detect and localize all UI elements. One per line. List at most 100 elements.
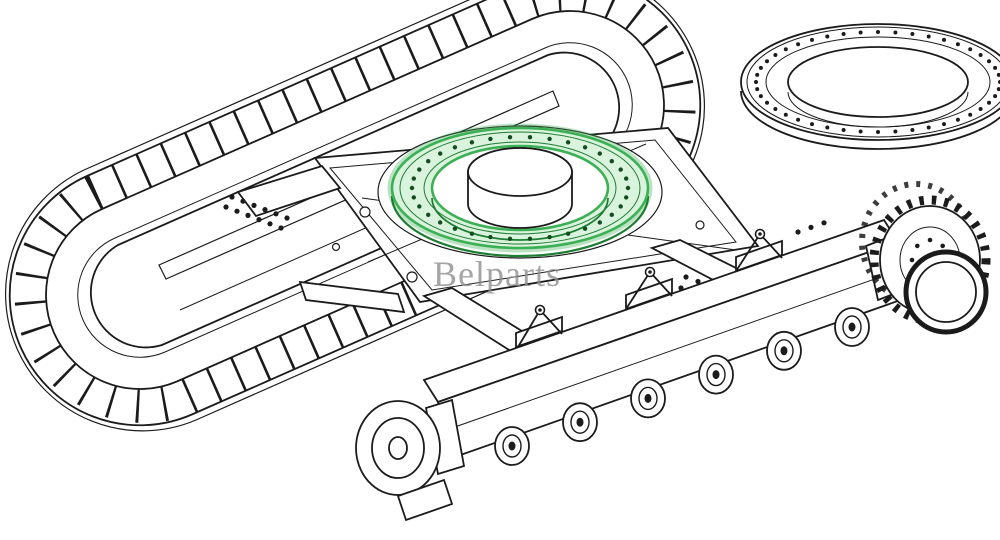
bolt-dot — [245, 212, 251, 218]
bolt-dot — [452, 145, 458, 150]
slewing-ring-inner-detail — [423, 141, 617, 235]
bolt-dot — [609, 159, 614, 164]
bolt-dot — [597, 151, 602, 156]
bolt-dot — [796, 117, 801, 122]
frame-hole — [331, 242, 341, 252]
slewing-ring-outer-edge — [390, 126, 650, 250]
spare-ring-bore-wall — [787, 91, 969, 128]
bolt-dot — [609, 212, 614, 217]
bolt-dot — [996, 72, 1000, 77]
bolt-dot — [618, 204, 623, 209]
front-idler — [355, 398, 466, 522]
track-roller-rim — [842, 315, 862, 339]
bolt-dot — [754, 80, 758, 84]
bolt-dot — [915, 243, 920, 249]
bolt-dot — [469, 140, 475, 145]
bolt-dot — [411, 195, 416, 200]
bolt-dot — [758, 65, 763, 70]
travel-motor-drum — [903, 249, 989, 335]
bolt-dot — [234, 208, 240, 214]
bolt-dot — [955, 117, 960, 122]
bolt-dot — [488, 136, 493, 142]
bolt-dot — [267, 221, 273, 227]
slewing-ring-highlighted — [377, 123, 663, 259]
bolt-dot — [765, 100, 769, 105]
pivot-bolt-center — [758, 232, 762, 236]
bolt-dot — [625, 185, 631, 191]
bolt-dot — [841, 128, 846, 132]
bolt-dot — [582, 145, 588, 150]
bolt-dot — [507, 135, 513, 140]
bolt-dot — [411, 176, 416, 181]
bolt-dot — [858, 30, 863, 35]
bolt-dot — [251, 202, 257, 208]
bolt-dot — [755, 87, 760, 92]
bolt-dot — [618, 167, 623, 172]
frame-hole — [695, 220, 705, 230]
bolt-dot — [810, 122, 814, 127]
bolt-dot — [469, 231, 475, 236]
watermark-text: Belparts — [433, 254, 561, 294]
pivot-bolt-center — [648, 270, 652, 274]
bolt-dot — [795, 229, 801, 235]
track-roller-hub — [848, 322, 856, 332]
bolt-dot — [893, 129, 898, 134]
bolt-dot — [426, 159, 431, 164]
spare-ring-bolt-circle — [754, 30, 1000, 134]
bolt-dot — [773, 107, 778, 111]
bolt-dot — [987, 59, 991, 64]
bolt-dot — [547, 234, 552, 240]
bolt-dot — [262, 207, 268, 213]
pivot-cylinder-top — [467, 147, 573, 197]
bolt-dot — [284, 215, 290, 221]
track-roller-rim — [774, 339, 794, 363]
roller-mount-box — [515, 315, 563, 349]
bolt-dot — [996, 87, 1000, 92]
bolt-dot — [278, 225, 284, 231]
bolt-dot — [993, 65, 998, 70]
bolt-dot — [926, 125, 931, 130]
bolt-dot — [968, 47, 973, 52]
bolt-dot — [796, 42, 801, 47]
bolt-dot — [417, 167, 422, 172]
bolt-dot — [942, 122, 946, 127]
bolt-dot — [808, 224, 814, 230]
bolt-dot — [841, 32, 846, 36]
slewing-ring-bolt-circle — [409, 135, 631, 241]
slewing-ring-bore-wall — [431, 197, 609, 241]
bolt-dot — [783, 47, 788, 52]
idler-wheel-inner — [371, 417, 425, 479]
bolt-dot — [565, 231, 571, 236]
bolt-dot — [825, 34, 830, 39]
frame-left-lower-leg — [298, 280, 406, 314]
bolt-dot — [942, 37, 946, 42]
spare-ring-outer-detail — [746, 26, 1000, 138]
bolt-dot — [987, 100, 991, 105]
bolt-dot — [527, 135, 533, 140]
bolt-dot — [927, 237, 933, 243]
bolt-dot — [683, 274, 689, 280]
bolt-dot — [507, 236, 513, 241]
roller-mount-box — [625, 277, 673, 311]
bolt-dot — [273, 211, 279, 217]
bolt-dot — [417, 204, 422, 209]
bolt-dot — [240, 198, 246, 204]
drive-sprocket — [859, 181, 991, 335]
frame-left-upper-leg — [236, 164, 342, 218]
bolt-dot — [910, 32, 915, 36]
bolt-dot — [926, 34, 931, 39]
track-roller-rim — [502, 434, 522, 458]
track-rollers — [494, 307, 870, 466]
bolt-dot — [993, 94, 998, 99]
bolt-dot — [978, 107, 983, 111]
idler-hub — [388, 436, 408, 460]
spare-ring-bore-edge — [787, 46, 969, 118]
slewing-ring-thickness — [390, 195, 650, 258]
bolt-dot — [893, 30, 898, 35]
beam-mid-line — [451, 267, 907, 429]
bolt-dot — [409, 185, 415, 191]
bolt-dot — [547, 136, 552, 142]
bolt-dot — [765, 59, 769, 64]
